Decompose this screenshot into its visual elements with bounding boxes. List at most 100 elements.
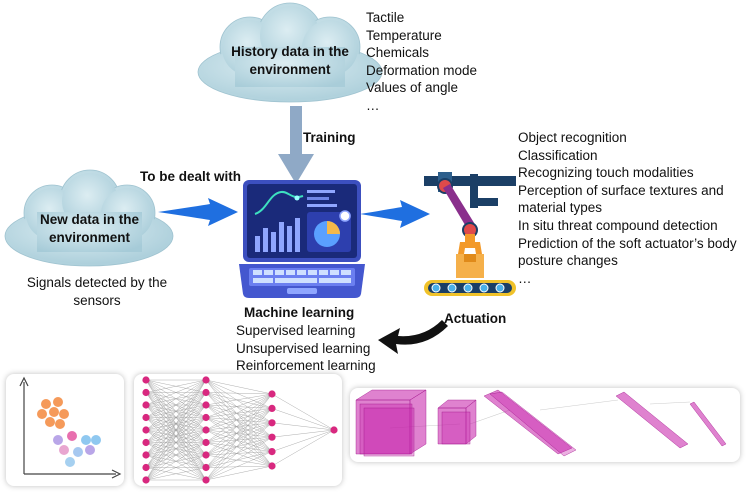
nn-node xyxy=(202,401,210,409)
nn-connection xyxy=(205,393,273,443)
nn-node xyxy=(268,390,276,398)
application-item: Recognizing touch modalities xyxy=(518,165,694,181)
nn-connection xyxy=(205,408,273,443)
nn-connection xyxy=(205,404,273,423)
nn-connection xyxy=(205,392,273,452)
nn-connection xyxy=(205,422,273,468)
nn-connection xyxy=(205,429,273,467)
machine-learning-title: Machine learning xyxy=(244,305,355,320)
clustering-scatter-panel xyxy=(6,374,124,486)
nn-connection xyxy=(271,429,335,438)
nn-connection xyxy=(205,408,273,418)
feedback-arrow xyxy=(378,320,448,354)
nn-connection xyxy=(271,429,335,452)
nn-connection xyxy=(205,379,273,395)
nn-node xyxy=(142,438,150,447)
cnn-layers-diagram xyxy=(355,389,727,457)
nn-connection xyxy=(205,379,273,452)
nn-connection xyxy=(205,422,273,456)
nn-node xyxy=(202,413,210,422)
new-data-cloud xyxy=(4,169,174,267)
nn-connection xyxy=(205,379,273,438)
nn-connection xyxy=(205,417,273,423)
nn-connection xyxy=(205,429,273,452)
application-item: material types xyxy=(518,200,603,216)
nn-connection xyxy=(205,437,273,443)
ml-type-item: Unsupervised learning xyxy=(236,340,371,356)
nn-connection xyxy=(145,379,207,406)
nn-connection xyxy=(145,379,207,468)
nn-connection xyxy=(205,393,273,481)
nn-connection xyxy=(205,408,273,456)
nn-connection xyxy=(205,379,273,423)
application-item: Object recognition xyxy=(518,130,627,145)
nn-node xyxy=(202,376,210,384)
nn-node xyxy=(202,438,210,447)
nn-node xyxy=(142,413,150,422)
nn-connection xyxy=(145,379,207,393)
nn-connection xyxy=(145,442,207,481)
nn-node xyxy=(142,388,150,397)
training-arrow xyxy=(278,106,314,184)
nn-connection xyxy=(205,379,273,467)
nn-connection xyxy=(205,417,273,467)
nn-node xyxy=(268,462,276,470)
nn-connection xyxy=(205,465,273,481)
application-item: posture changes xyxy=(518,253,618,269)
new-data-label: New data in the environment xyxy=(39,212,139,245)
nn-connection xyxy=(205,454,273,467)
nn-node xyxy=(142,376,150,384)
application-item: In situ threat compound detection xyxy=(518,217,718,233)
application-item: Classification xyxy=(518,147,598,163)
nn-connection xyxy=(145,379,207,443)
application-item: Prediction of the soft actuator’s body xyxy=(518,235,737,251)
nn-node xyxy=(268,419,276,427)
nn-connection xyxy=(205,393,273,418)
history-data-list: Tactile Temperature Chemicals Deformatio… xyxy=(366,9,477,115)
nn-connection xyxy=(205,422,273,481)
training-label: Training xyxy=(303,130,356,145)
nn-connection xyxy=(205,393,273,456)
nn-connection xyxy=(145,429,207,481)
nn-connection xyxy=(205,451,273,468)
nn-node xyxy=(268,448,276,456)
nn-connection xyxy=(205,417,273,438)
nn-connection xyxy=(145,404,207,481)
ml-type-item: Reinforcement learning xyxy=(236,358,376,374)
nn-connection xyxy=(145,454,207,481)
nn-node xyxy=(268,404,276,412)
nn-connection xyxy=(205,404,273,467)
history-item: Temperature xyxy=(366,27,442,43)
nn-node xyxy=(142,401,150,409)
nn-node xyxy=(202,451,210,459)
history-item: Chemicals xyxy=(366,45,430,61)
nn-connection xyxy=(205,451,273,456)
nn-connection xyxy=(205,379,273,409)
application-item: … xyxy=(518,270,532,286)
nn-node xyxy=(202,463,210,472)
nn-node xyxy=(142,426,150,434)
nn-node xyxy=(202,426,210,434)
nn-node xyxy=(202,388,210,397)
nn-connection xyxy=(205,442,273,467)
machine-learning-laptop-icon xyxy=(239,180,365,298)
nn-connection xyxy=(205,404,273,452)
nn-connection xyxy=(205,408,273,468)
nn-connection xyxy=(145,467,207,481)
input-arrow xyxy=(158,198,238,226)
nn-connection xyxy=(271,408,335,431)
nn-connection xyxy=(205,408,273,431)
nn-node xyxy=(268,433,276,441)
ml-types-list: Supervised learning Unsupervised learnin… xyxy=(236,322,376,375)
nn-connection xyxy=(205,422,273,431)
nn-connection xyxy=(205,408,273,481)
nn-connection xyxy=(205,422,273,443)
nn-connection xyxy=(205,392,273,438)
to-be-dealt-with-label: To be dealt with xyxy=(140,169,241,184)
history-data-label: History data in the environment xyxy=(231,44,349,77)
nn-connection xyxy=(205,451,273,481)
nn-connection xyxy=(271,429,335,467)
nn-connection xyxy=(205,393,273,468)
nn-connection xyxy=(205,437,273,468)
nn-connection xyxy=(205,429,273,438)
